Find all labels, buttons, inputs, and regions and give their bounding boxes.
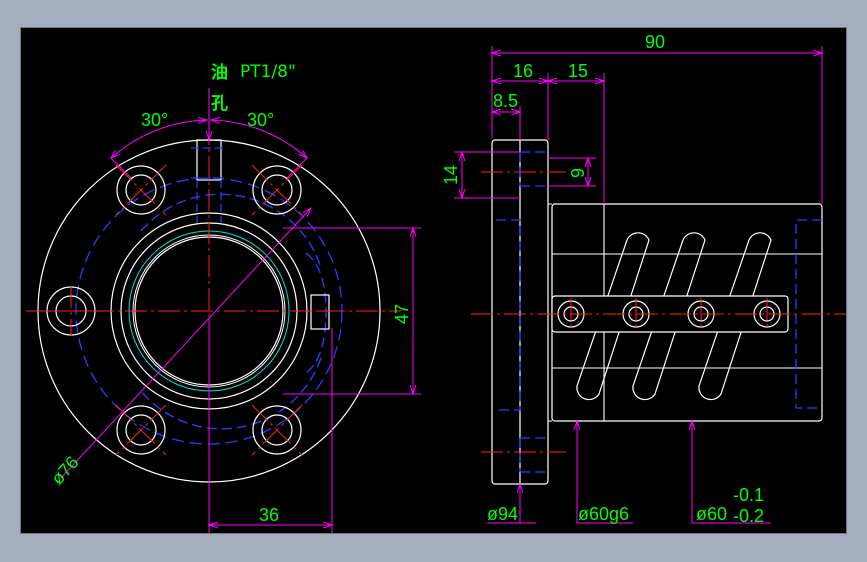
- counterbore-dia-label: 14: [441, 165, 461, 185]
- cad-viewport[interactable]: 油 PT1/8" 孔 30° 30° ø76 47 36: [20, 27, 847, 534]
- angle-left-label: 30°: [141, 110, 168, 130]
- hole-dia-label: 9: [568, 168, 588, 178]
- return-tube-hidden: [305, 252, 327, 374]
- overall-length-label: 90: [645, 32, 665, 52]
- side-dimensions: [454, 46, 822, 524]
- bolt-hole-bottom-right: [252, 405, 302, 455]
- oil-hole-label-1: 油: [211, 62, 228, 83]
- side-centerlines: [471, 171, 846, 453]
- counterbore-depth-label: 8.5: [493, 91, 518, 111]
- flange-width-label: 16: [513, 61, 533, 81]
- height-dimension-label: 47: [392, 304, 412, 324]
- angle-right-label: 30°: [247, 110, 274, 130]
- bolt-hole-bottom-left: [116, 405, 166, 455]
- front-view: 油 PT1/8" 孔 30° 30° ø76 47 36: [26, 62, 421, 533]
- bolt-hole-top-right: [252, 165, 302, 215]
- front-centerlines: [26, 123, 401, 498]
- nut-dia-label: ø60: [696, 504, 727, 524]
- side-plug: [310, 294, 330, 330]
- body-dia-label: ø60g6: [578, 504, 629, 524]
- ball-screw-nut-drawing: 油 PT1/8" 孔 30° 30° ø76 47 36: [26, 32, 846, 533]
- ball-return-hidden: [140, 193, 322, 430]
- ball-return-loops: [576, 232, 772, 401]
- bolt-hole-top-left: [116, 165, 166, 215]
- tolerance-upper-label: -0.1: [733, 485, 764, 505]
- bolt-circle-diameter-label: ø76: [47, 452, 83, 488]
- offset-label: 15: [568, 61, 588, 81]
- tolerance-lower-label: -0.2: [733, 506, 764, 526]
- front-dimensions: [60, 88, 421, 533]
- flange-dia-label: ø94: [487, 504, 518, 524]
- oil-hole-thread-label: PT1/8": [240, 62, 296, 82]
- side-view: 90 16 15 8.5 14 9 ø94 ø60g6 ø60 -0.1 -0.…: [441, 32, 846, 526]
- width-dimension-label: 36: [259, 505, 279, 525]
- oil-hole-label-2: 孔: [211, 94, 228, 114]
